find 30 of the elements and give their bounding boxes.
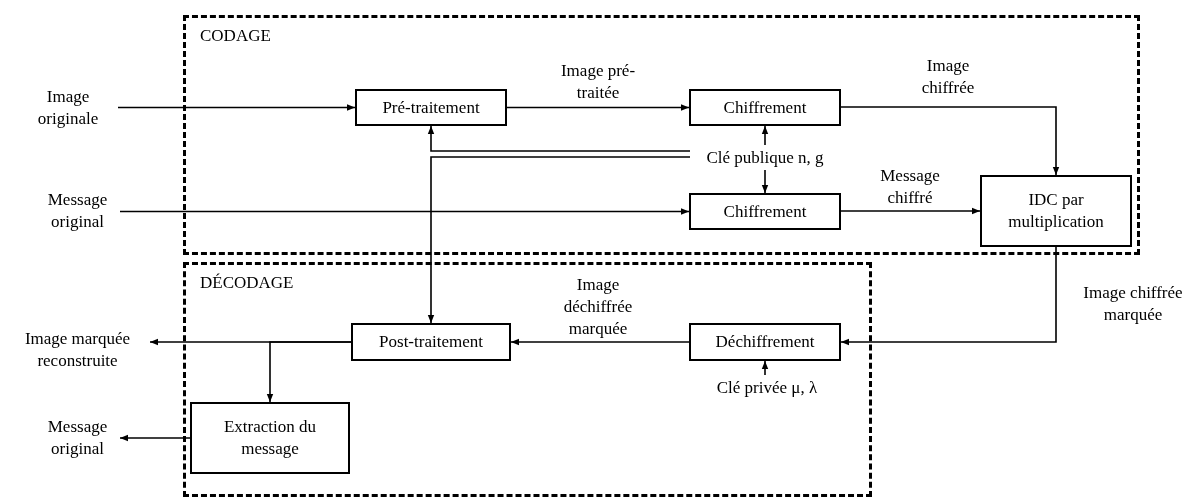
arrow [119, 434, 191, 442]
process-box: Extraction du message [190, 402, 350, 474]
edge-label: Image chiffrée marquée [1082, 282, 1184, 326]
arrow [761, 125, 769, 146]
edge-label: Image déchiffrée marquée [562, 274, 634, 340]
process-box: Chiffrement [689, 193, 841, 230]
arrow [840, 106, 1060, 176]
arrow [506, 104, 690, 111]
process-box: Déchiffrement [689, 323, 841, 361]
process-box: Chiffrement [689, 89, 841, 126]
arrow [761, 169, 769, 194]
edge-label: Image chiffrée [920, 55, 976, 99]
region-title: CODAGE [200, 26, 271, 46]
arrow [761, 360, 769, 376]
edge-label: Message chiffré [879, 165, 941, 209]
dashed-region [183, 262, 872, 497]
process-box: Post-traitement [351, 323, 511, 361]
arrow [427, 125, 691, 152]
arrow [117, 104, 356, 111]
arrow [510, 338, 690, 346]
arrow [840, 207, 981, 215]
arrow [840, 246, 1057, 346]
process-box: Pré-traitement [355, 89, 507, 126]
process-box: IDC par multiplication [980, 175, 1132, 247]
dashed-region [183, 15, 1140, 255]
arrow [427, 156, 691, 324]
region-title: DÉCODAGE [200, 273, 294, 293]
edge-label: Image pré-traitée [559, 60, 637, 104]
arrow [266, 341, 352, 403]
arrow [119, 208, 690, 215]
